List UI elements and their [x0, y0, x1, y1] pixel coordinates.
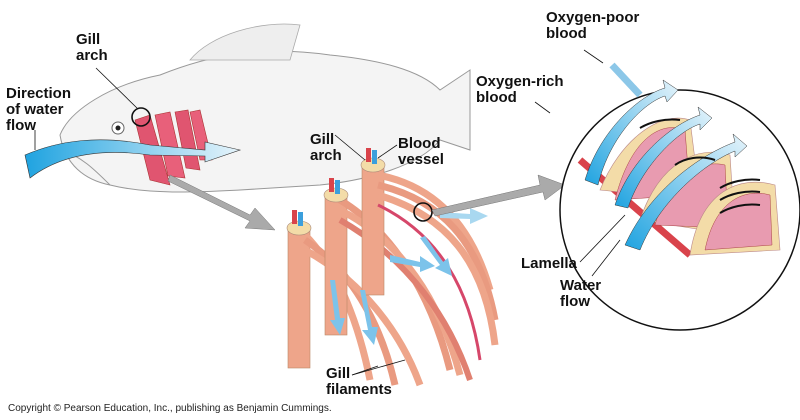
label-gill-filaments: Gill filaments	[326, 365, 392, 398]
filaments-leader-2	[351, 359, 406, 376]
label-gill-arch: Gill arch	[76, 31, 108, 64]
lamella-magnified-view	[559, 62, 800, 331]
label-oxygen-rich-blood: Oxygen-rich blood	[476, 73, 564, 106]
blood-vessel-leader	[377, 144, 398, 159]
label-gill-arch-2: Gill arch	[310, 131, 342, 164]
water-flow-arrow	[24, 139, 242, 179]
zoom-pointer-1	[167, 174, 276, 231]
label-blood-vessel: Blood vessel	[398, 135, 444, 168]
oxygen-poor-leader	[583, 49, 604, 64]
zoom-pointer-2	[431, 174, 566, 217]
label-water-flow: Water flow	[560, 277, 602, 310]
gill-arch-leader	[95, 67, 139, 110]
lamella-highlight-circle	[413, 202, 433, 222]
lamella-leader	[579, 214, 626, 263]
label-direction-of-water-flow: Direction of water flow	[6, 85, 72, 134]
water-flow-leader	[591, 239, 621, 277]
copyright-notice: Copyright © Pearson Education, Inc., pub…	[8, 403, 332, 414]
label-oxygen-poor-blood: Oxygen-poor blood	[546, 9, 640, 42]
gill-filaments	[286, 148, 499, 387]
gill-arch-2-leader	[334, 134, 366, 161]
gill-arch-highlight-circle	[131, 107, 151, 127]
oxygen-rich-leader	[534, 101, 551, 114]
label-lamella: Lamella	[521, 255, 577, 272]
